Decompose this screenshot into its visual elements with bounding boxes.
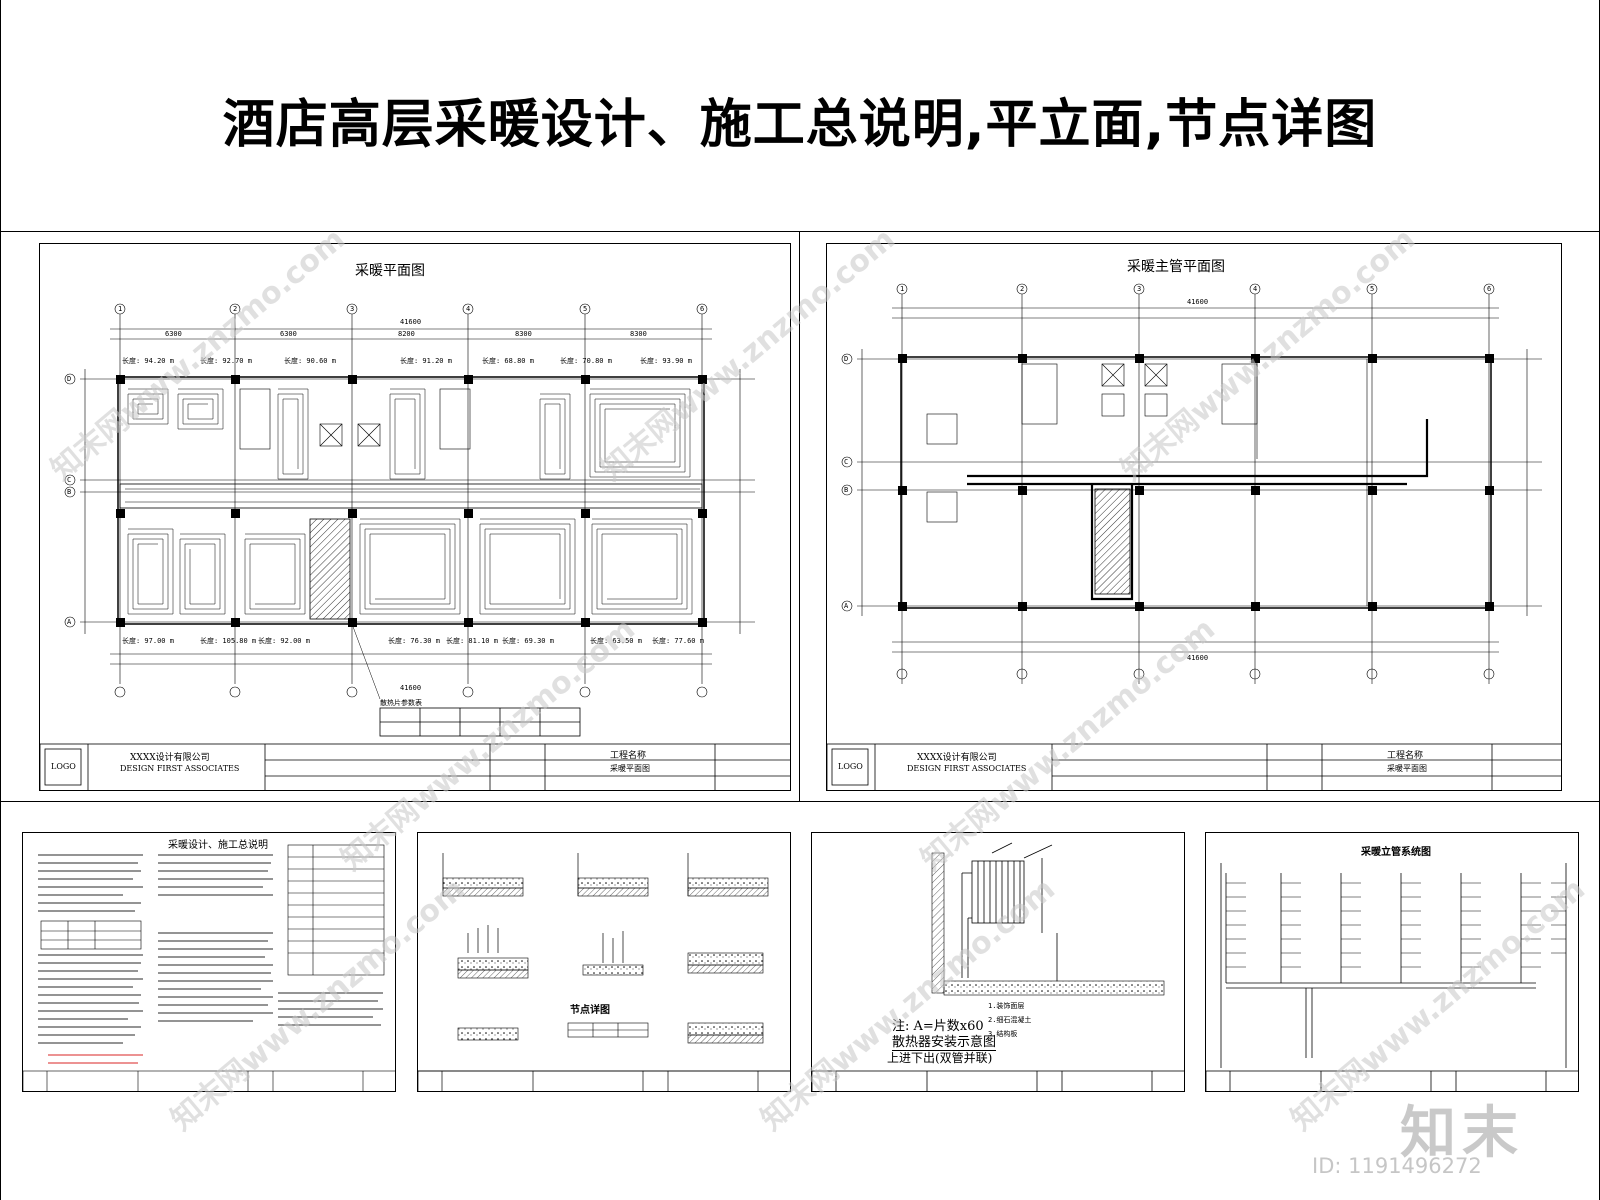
length-label: 长度: 94.20 m: [122, 357, 174, 365]
axis-label-x: 2: [1020, 285, 1025, 293]
sheet-riser-system[interactable]: 采暖立管系统图: [1205, 832, 1579, 1092]
company-name: XXXX设计有限公司: [130, 753, 210, 763]
dim-total-top: 41600: [1187, 298, 1209, 306]
image-id: ID: 1191496272: [1312, 1154, 1482, 1178]
radiator-title: 散热器安装示意图: [892, 1031, 997, 1051]
company-name-en: DESIGN FIRST ASSOCIATES: [907, 764, 1027, 773]
notes-text-block: [23, 844, 395, 1091]
radiator-drawing: [812, 842, 1184, 1091]
axis-label-x: 5: [1370, 285, 1375, 293]
floor-heating-coils: [125, 388, 700, 615]
length-label: 长度: 91.20 m: [400, 357, 452, 365]
length-label: 长度: 63.50 m: [590, 637, 642, 645]
riser-drawing: [1206, 863, 1578, 1091]
axis-label-y: A: [67, 618, 72, 626]
heating-plan-title: 采暖平面图: [355, 263, 425, 279]
length-label: 长度: 92.70 m: [200, 357, 252, 365]
axis-label-y: D: [844, 355, 849, 363]
length-label: 长度: 69.30 m: [502, 637, 554, 645]
dim-2: 6300: [280, 330, 297, 338]
axis-label-x: 6: [700, 305, 705, 313]
length-label: 长度: 97.00 m: [122, 637, 174, 645]
sheet-main-pipe-plan[interactable]: 采暖主管平面图 41600 41600 1 2 3 4 5 6 D C B A …: [826, 243, 1562, 791]
length-label: 长度: 105.80 m: [200, 637, 257, 645]
axis-label-x: 3: [1137, 285, 1142, 293]
dim-5: 8300: [630, 330, 647, 338]
axis-label-y: D: [67, 375, 72, 383]
sheet-radiator-install[interactable]: 注: A=片数x60 散热器安装示意图 上进下出(双管并联) 1.装饰面层 2.…: [811, 832, 1185, 1092]
length-label: 长度: 93.90 m: [640, 357, 692, 365]
axis-label-x: 5: [583, 305, 588, 313]
axis-label-y: B: [67, 488, 72, 496]
axis-label-y: B: [844, 486, 849, 494]
radiator-note: 注: A=片数x60: [892, 1019, 984, 1034]
axis-label-x: 4: [466, 305, 471, 313]
company-name: XXXX设计有限公司: [917, 753, 997, 763]
legend-item: 3.结构板: [988, 1030, 1018, 1038]
page-title: 酒店高层采暖设计、施工总说明,平立面,节点详图: [222, 95, 1378, 155]
brand-logo: 知末: [1400, 1101, 1524, 1166]
sheet-heating-plan[interactable]: 采暖平面图 41600 41600 6300 6300 8200 8300 83…: [39, 243, 791, 791]
length-label: 长度: 70.80 m: [560, 357, 612, 365]
main-pipe-title: 采暖主管平面图: [1127, 259, 1225, 275]
company-name-en: DESIGN FIRST ASSOCIATES: [120, 764, 240, 773]
heating-plan-drawing: [40, 303, 790, 790]
riser-title: 采暖立管系统图: [1361, 847, 1431, 858]
project-label: 工程名称: [1387, 751, 1424, 761]
row-divider: [0, 801, 1600, 802]
col-divider: [799, 231, 800, 801]
axis-label-x: 2: [233, 305, 238, 313]
legend-item: 2.细石混凝土: [988, 1016, 1032, 1024]
dim-total-bottom: 41600: [400, 684, 422, 692]
main-pipe-drawing: [827, 283, 1561, 790]
logo: LOGO: [838, 762, 863, 771]
sheet-node-details[interactable]: 节点详图: [417, 832, 791, 1092]
axis-label-x: 3: [350, 305, 355, 313]
title-divider: [0, 231, 1600, 232]
dim-4: 8300: [515, 330, 532, 338]
axis-label-y: A: [844, 602, 849, 610]
dim-total-top: 41600: [400, 318, 422, 326]
dim-3: 8200: [398, 330, 415, 338]
length-label: 长度: 81.10 m: [446, 637, 498, 645]
axis-label-y: C: [844, 458, 849, 466]
axis-label-x: 1: [900, 285, 905, 293]
drawing-name: 采暖平面图: [610, 764, 650, 773]
axis-label-x: 4: [1253, 285, 1258, 293]
legend-item: 1.装饰面层: [988, 1002, 1025, 1010]
details-title: 节点详图: [570, 1005, 610, 1016]
drawing-name: 采暖平面图: [1387, 764, 1427, 773]
dim-1: 6300: [165, 330, 182, 338]
notes-title: 采暖设计、施工总说明: [168, 840, 268, 851]
dim-total-bottom: 41600: [1187, 654, 1209, 662]
length-label: 长度: 76.30 m: [388, 637, 440, 645]
radiator-table-title: 散热片参数表: [380, 699, 422, 707]
length-label: 长度: 68.80 m: [482, 357, 534, 365]
length-label: 长度: 92.00 m: [258, 637, 310, 645]
radiator-subtitle: 上进下出(双管并联): [887, 1051, 993, 1065]
length-label: 长度: 90.60 m: [284, 357, 336, 365]
project-label: 工程名称: [610, 751, 647, 761]
axis-label-x: 6: [1487, 285, 1492, 293]
logo: LOGO: [51, 762, 76, 771]
axis-label-y: C: [67, 476, 72, 484]
axis-label-x: 1: [118, 305, 123, 313]
sheet-general-notes[interactable]: 采暖设计、施工总说明: [22, 832, 396, 1092]
details-drawing: [418, 853, 790, 1091]
main-pipes: [967, 419, 1429, 601]
length-label: 长度: 77.60 m: [652, 637, 704, 645]
